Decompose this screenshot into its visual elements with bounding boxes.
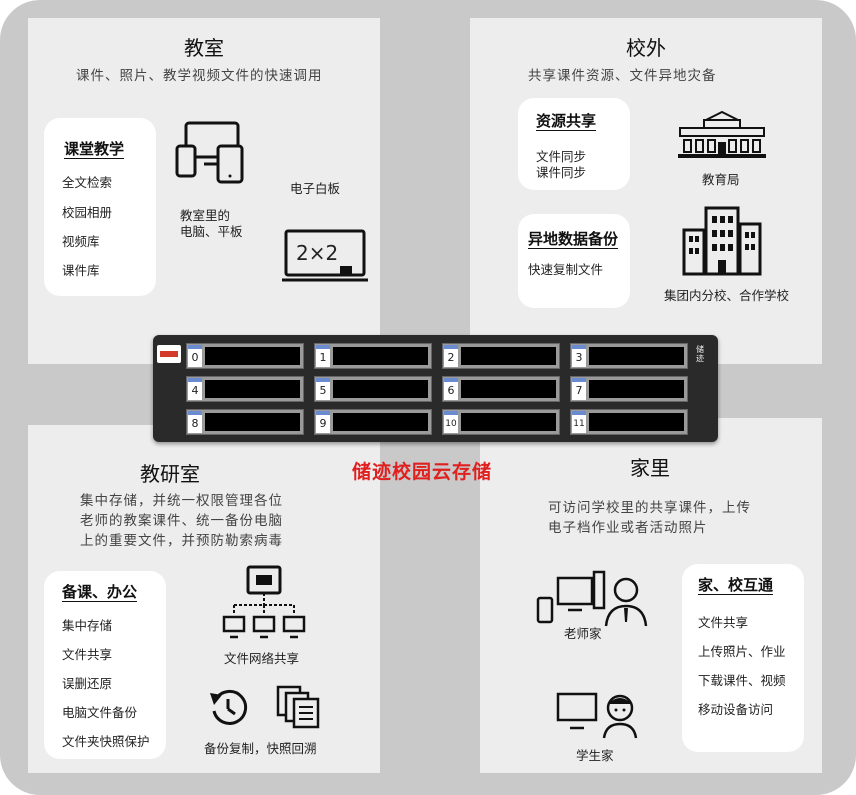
drive-bay: 0 <box>186 343 304 369</box>
backup-card-item: 快速复制文件 <box>528 262 604 277</box>
snapshot-files-icon <box>276 685 320 729</box>
drive-bay-number: 0 <box>188 345 202 367</box>
research-card-item: 误删还原 <box>62 676 113 691</box>
home-panel: 家里 可访问学校里的共享课件，上传 电子档作业或者活动照片 老师家 学生家 家、… <box>480 418 822 773</box>
snapshot-label: 备份复制，快照回溯 <box>204 741 317 756</box>
drive-bay-number: 5 <box>316 378 330 400</box>
offsite-subtitle: 共享课件资源、文件异地灾备 <box>528 68 717 84</box>
classroom-card-item: 校园相册 <box>62 205 113 220</box>
classroom-panel: 教室 课件、照片、教学视频文件的快速调用 课堂教学 全文检索 校园相册 视频库 … <box>28 18 380 364</box>
research-subtitle-line: 上的重要文件，并预防勒索病毒 <box>80 533 283 549</box>
research-card-item: 电脑文件备份 <box>62 705 138 720</box>
drive-bay: 10 <box>442 409 560 435</box>
teacher-home-label: 老师家 <box>564 626 602 641</box>
drive-bay: 3 <box>570 343 688 369</box>
drive-bay: 8 <box>186 409 304 435</box>
classroom-device-label: 电脑、平板 <box>180 224 243 239</box>
drive-bay: 5 <box>314 376 432 402</box>
nas-brand-text: 储迹 <box>696 345 704 363</box>
whiteboard-label: 电子白板 <box>290 181 341 196</box>
classroom-card-item: 课件库 <box>62 263 100 278</box>
drive-bay-number: 11 <box>572 411 586 433</box>
classroom-card-item: 全文检索 <box>62 175 113 190</box>
drive-bay-number: 6 <box>444 378 458 400</box>
nas-storage-device: 储迹 0 1 2 3 4 5 6 7 8 9 10 11 <box>153 335 718 442</box>
offsite-panel: 校外 共享课件资源、文件异地灾备 资源共享 文件同步 课件同步 异地数据备份 快… <box>470 18 822 364</box>
drive-bay: 11 <box>570 409 688 435</box>
home-card-title: 家、校互通 <box>698 576 774 594</box>
home-title: 家里 <box>630 456 670 480</box>
home-card-item: 文件共享 <box>698 615 749 630</box>
student-home-icon <box>556 692 638 739</box>
student-home-label: 学生家 <box>576 748 614 763</box>
history-clock-icon <box>210 689 248 725</box>
classroom-card: 课堂教学 全文检索 校园相册 视频库 课件库 <box>44 118 156 296</box>
education-bureau-icon <box>678 110 766 158</box>
home-subtitle-line: 可访问学校里的共享课件，上传 <box>548 500 751 516</box>
drive-bay-number: 9 <box>316 411 330 433</box>
drive-bay: 6 <box>442 376 560 402</box>
drive-bay: 7 <box>570 376 688 402</box>
research-card-item: 文件共享 <box>62 647 113 662</box>
research-card-item: 文件夹快照保护 <box>62 734 150 749</box>
network-share-label: 文件网络共享 <box>224 651 300 666</box>
share-card-title: 资源共享 <box>536 112 597 130</box>
classroom-device-label: 教室里的 <box>180 208 231 223</box>
drive-bay-number: 1 <box>316 345 330 367</box>
research-card-item: 集中存储 <box>62 618 113 633</box>
classroom-card-title: 课堂教学 <box>64 140 125 158</box>
research-subtitle-line: 集中存储，并统一权限管理各位 <box>80 493 283 509</box>
home-card-item: 下载课件、视频 <box>698 673 786 688</box>
drive-bay-number: 3 <box>572 345 586 367</box>
nas-logo <box>157 345 181 363</box>
drive-bay-number: 2 <box>444 345 458 367</box>
research-title: 教研室 <box>140 462 200 486</box>
drive-bay: 4 <box>186 376 304 402</box>
backup-card: 异地数据备份 快速复制文件 <box>518 214 630 308</box>
drive-bay-number: 10 <box>444 411 458 433</box>
drive-bay-number: 8 <box>188 411 202 433</box>
home-subtitle-line: 电子档作业或者活动照片 <box>548 520 708 536</box>
branch-label: 集团内分校、合作学校 <box>664 288 790 303</box>
backup-card-title: 异地数据备份 <box>528 230 619 248</box>
drive-bay: 1 <box>314 343 432 369</box>
offsite-title: 校外 <box>626 36 666 60</box>
branch-school-buildings-icon <box>682 206 762 276</box>
home-card: 家、校互通 文件共享 上传照片、作业 下载课件、视频 移动设备访问 <box>682 564 804 752</box>
research-card-title: 备课、办公 <box>62 583 138 601</box>
classroom-subtitle: 课件、照片、教学视频文件的快速调用 <box>76 68 323 84</box>
classroom-title: 教室 <box>184 36 224 60</box>
research-panel: 教研室 集中存储，并统一权限管理各位 老师的教案课件、统一备份电脑 上的重要文件… <box>28 425 380 773</box>
drive-bay: 2 <box>442 343 560 369</box>
drive-bay-number: 7 <box>572 378 586 400</box>
whiteboard-icon <box>282 229 368 282</box>
research-subtitle-line: 老师的教案课件、统一备份电脑 <box>80 513 283 529</box>
product-title: 储迹校园云存储 <box>352 461 493 483</box>
home-card-item: 上传照片、作业 <box>698 644 786 659</box>
whiteboard-text: 2×2 <box>296 241 339 265</box>
teacher-home-icon <box>536 570 648 627</box>
home-card-item: 移动设备访问 <box>698 702 774 717</box>
drive-bay-number: 4 <box>188 378 202 400</box>
drive-bay: 9 <box>314 409 432 435</box>
computer-tablet-icon <box>175 121 244 184</box>
share-card: 资源共享 文件同步 课件同步 <box>518 98 630 190</box>
share-card-item: 文件同步 <box>536 149 587 164</box>
bureau-label: 教育局 <box>702 172 740 187</box>
classroom-card-item: 视频库 <box>62 234 100 249</box>
network-share-icon <box>222 565 306 639</box>
research-card: 备课、办公 集中存储 文件共享 误删还原 电脑文件备份 文件夹快照保护 <box>44 571 166 759</box>
share-card-item: 课件同步 <box>536 165 587 180</box>
